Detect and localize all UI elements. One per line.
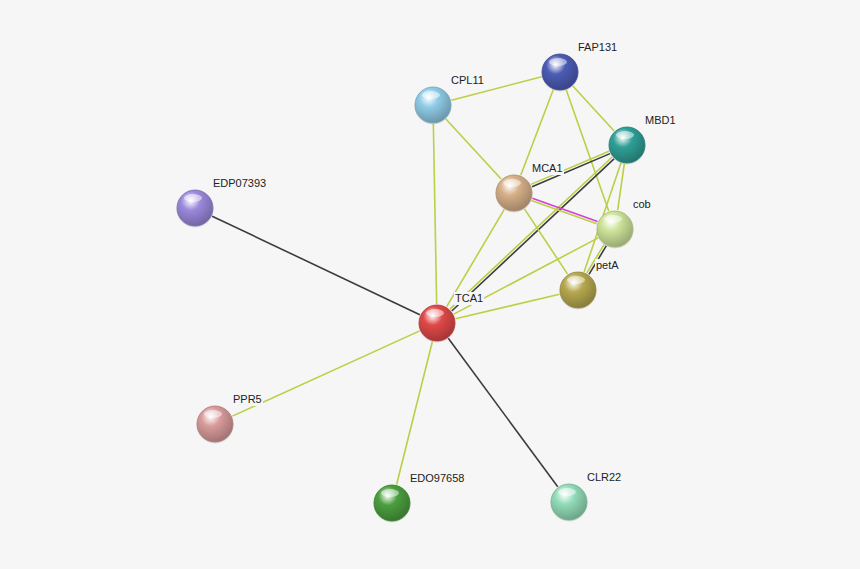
- protein-node: MBD1: [608, 126, 646, 164]
- node-sphere: [196, 405, 234, 443]
- protein-node: CLR22: [550, 483, 588, 521]
- interaction-edge: [566, 90, 608, 211]
- node-label: MBD1: [644, 114, 677, 127]
- edge-channel: [446, 119, 501, 179]
- protein-node: MCA1: [495, 174, 533, 212]
- interaction-edge: [433, 124, 436, 304]
- protein-node: PPR5: [196, 405, 234, 443]
- edge-channel: [433, 124, 436, 304]
- edge-channel: [450, 157, 612, 309]
- edge-channel: [232, 331, 419, 416]
- node-label: petA: [595, 259, 620, 272]
- edge-channel: [397, 341, 433, 484]
- edge-channel: [452, 159, 614, 311]
- node-sphere: [495, 174, 533, 212]
- node-sphere: [176, 189, 214, 227]
- interaction-edge: [232, 331, 419, 416]
- edge-channel: [532, 198, 597, 221]
- node-sphere: [559, 271, 597, 309]
- protein-node: CPL11: [414, 86, 452, 124]
- node-label: EDO97658: [409, 472, 465, 485]
- node-label: CLR22: [586, 471, 622, 484]
- node-sphere: [414, 86, 452, 124]
- edge-channel: [566, 90, 608, 211]
- node-label: CPL11: [450, 74, 485, 87]
- edge-channel: [448, 338, 557, 486]
- node-sphere: [418, 304, 456, 342]
- node-label: PPR5: [232, 393, 263, 406]
- node-label: EDP07393: [212, 177, 267, 190]
- interaction-edge: [450, 157, 614, 311]
- node-sphere: [550, 483, 588, 521]
- protein-node: petA: [559, 271, 597, 309]
- protein-node: cob: [596, 210, 634, 248]
- protein-node: FAP131: [541, 53, 579, 91]
- protein-node: EDO97658: [373, 484, 411, 522]
- edge-channel: [531, 201, 596, 224]
- protein-node: EDP07393: [176, 189, 214, 227]
- edge-channel: [212, 216, 420, 315]
- node-sphere: [541, 53, 579, 91]
- node-sphere: [373, 484, 411, 522]
- interaction-edge: [531, 198, 597, 224]
- interaction-edge: [531, 151, 610, 187]
- node-label: cob: [632, 198, 652, 211]
- node-label: FAP131: [577, 41, 618, 54]
- node-label: TCA1: [454, 292, 484, 305]
- protein-node: TCA1: [418, 304, 456, 342]
- interaction-edge: [212, 216, 420, 315]
- edge-channel: [524, 209, 567, 274]
- interaction-edge: [524, 209, 567, 274]
- interaction-edge: [446, 119, 501, 179]
- node-label: MCA1: [531, 162, 564, 175]
- interaction-edge: [448, 338, 557, 486]
- interaction-edge: [397, 341, 433, 484]
- edge-channel: [531, 151, 609, 184]
- node-sphere: [608, 126, 646, 164]
- node-sphere: [596, 210, 634, 248]
